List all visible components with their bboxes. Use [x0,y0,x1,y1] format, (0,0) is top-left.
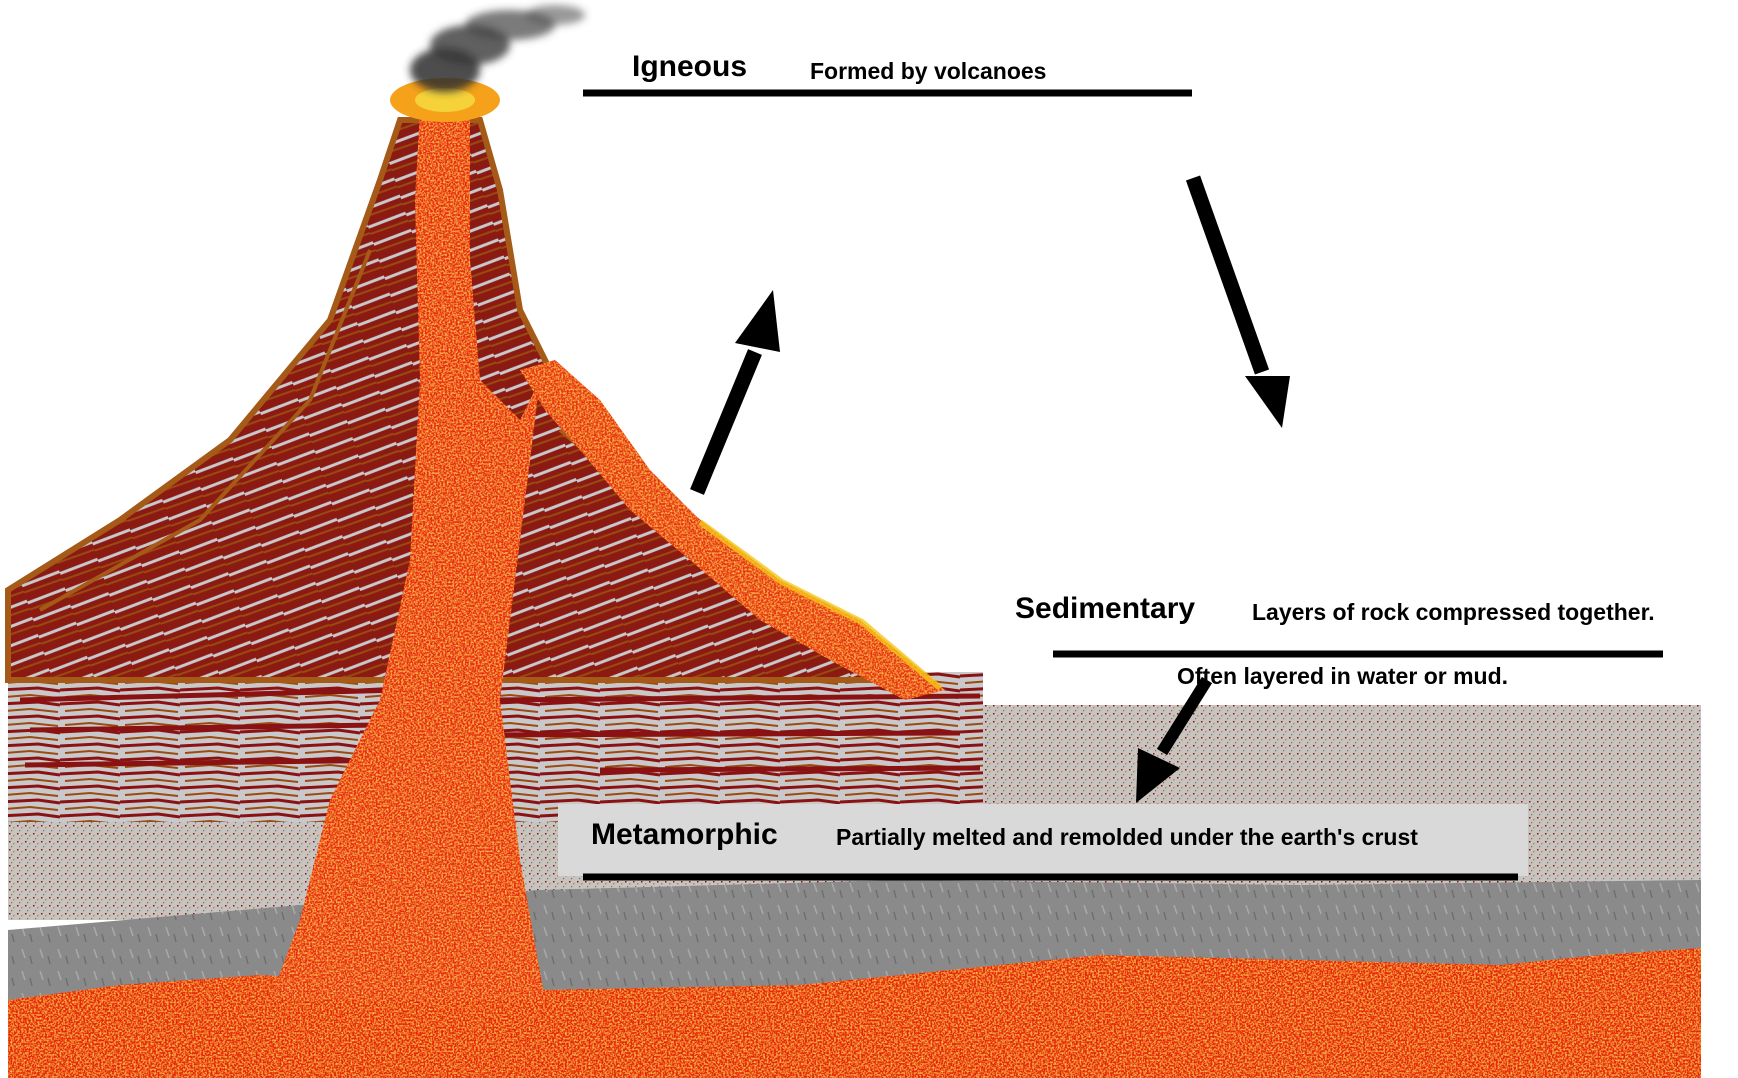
sedimentary-title: Sedimentary [1015,592,1195,626]
igneous-description: Formed by volcanoes [810,58,1046,85]
arrow-head [735,290,780,352]
metamorphic-title: Metamorphic [591,818,778,852]
arrow-metamorphic-to-igneous [697,290,780,492]
metamorphic-description: Partially melted and remolded under the … [836,824,1418,851]
arrow-shaft [697,352,755,492]
igneous-title: Igneous [632,50,747,84]
arrow-igneous-to-sedimentary [1193,178,1290,428]
sedimentary-description: Layers of rock compressed together. [1252,599,1655,626]
volcano-smoke [410,5,585,92]
sedimentary-description-2: Often layered in water or mud. [1177,663,1508,690]
arrow-shaft [1193,178,1262,372]
smoke-puff [525,5,585,25]
arrow-head [1245,376,1290,428]
